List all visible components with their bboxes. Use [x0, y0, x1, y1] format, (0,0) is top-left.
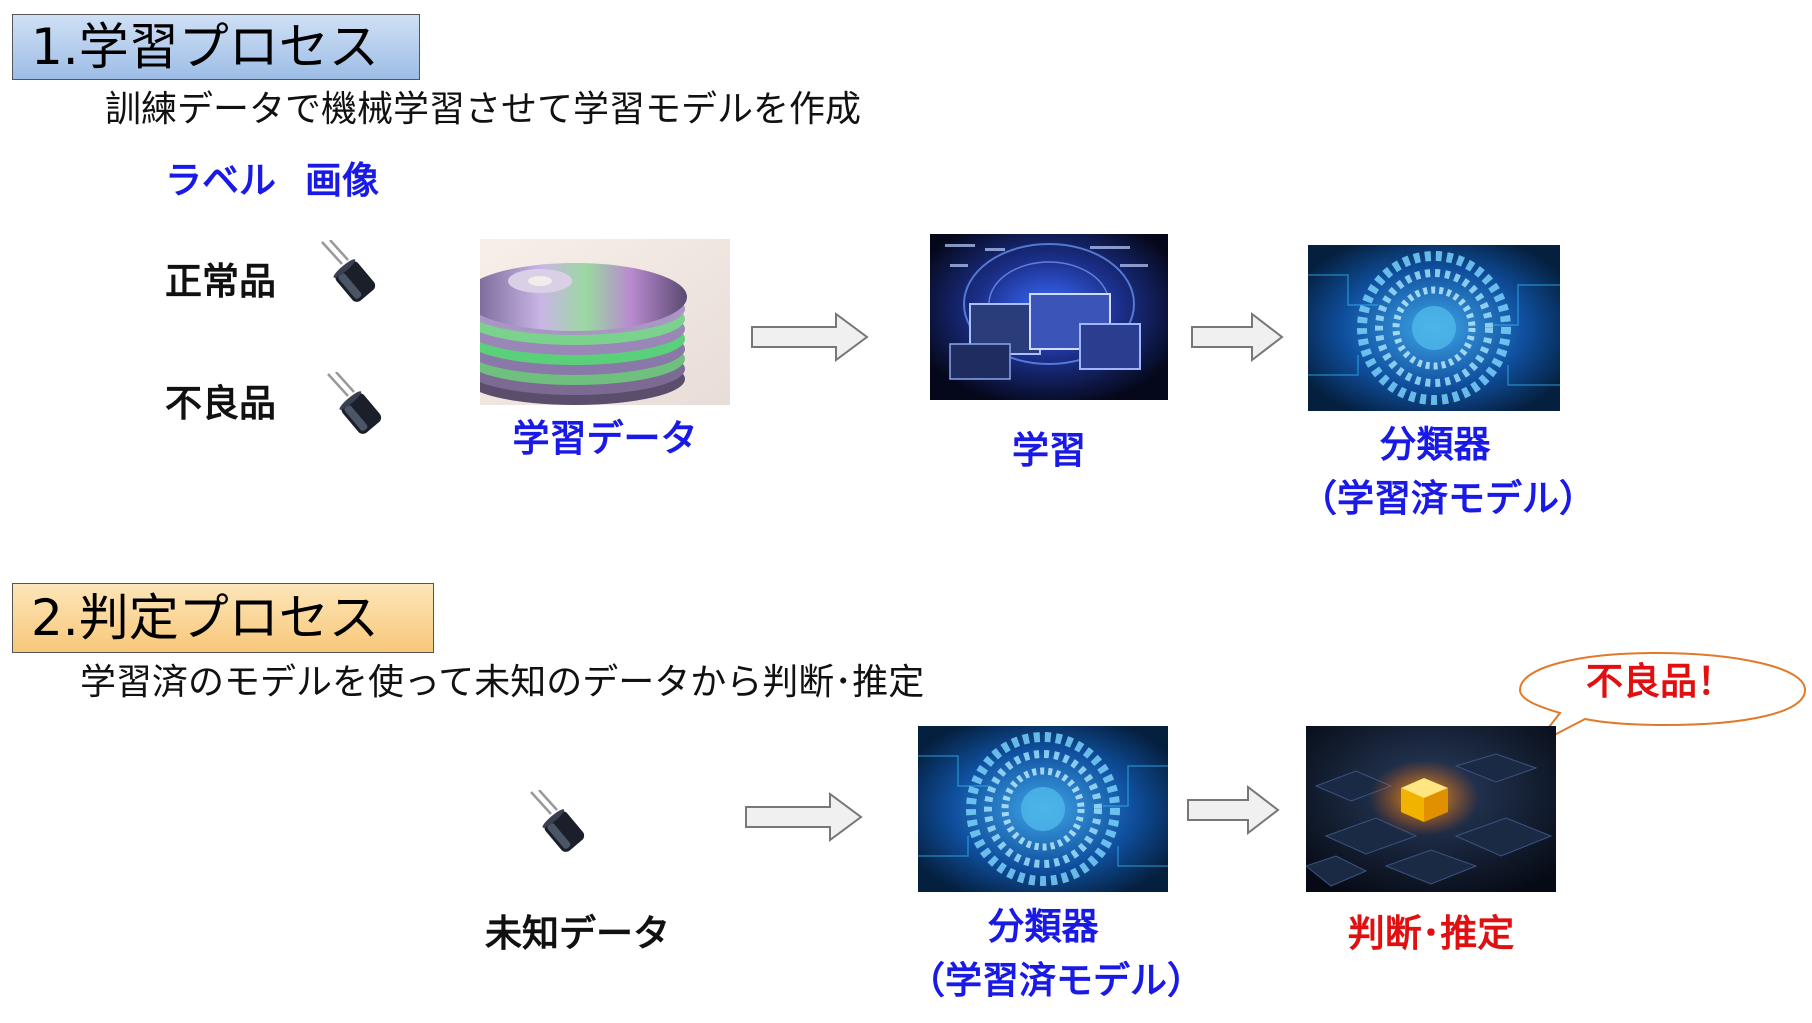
section2-title-box: 2.判定プロセス — [12, 583, 434, 653]
capacitor-icon — [321, 240, 376, 302]
capacitor-icon — [530, 790, 585, 852]
section1-title: 1.学習プロセス — [31, 18, 379, 76]
classifier-caption-line2: （学習済モデル） — [908, 959, 1204, 1002]
arrow-right-icon — [1187, 785, 1280, 835]
unknown-data-caption: 未知データ — [485, 912, 670, 955]
section2-description: 学習済のモデルを使って未知のデータから判断･推定 — [80, 662, 925, 703]
arrow-right-icon — [745, 792, 863, 842]
training-data-caption: 学習データ — [512, 417, 698, 460]
image-header: 画像 — [305, 159, 379, 202]
classifier-caption-line1: 分類器 — [987, 905, 1099, 948]
label-header: ラベル — [165, 159, 276, 202]
learning-image — [930, 234, 1168, 400]
classifier-caption-line2: （学習済モデル） — [1300, 477, 1596, 520]
arrow-right-icon — [1191, 312, 1284, 362]
section1-description: 訓練データで機械学習させて学習モデルを作成 — [105, 89, 862, 130]
training-data-image — [480, 239, 730, 405]
learning-caption: 学習 — [1012, 429, 1086, 472]
speech-bubble-text: 不良品！ — [1586, 660, 1734, 703]
judgment-caption: 判断･推定 — [1347, 912, 1515, 955]
section2-title: 2.判定プロセス — [31, 589, 379, 647]
capacitor-icon — [327, 372, 382, 434]
classifier-caption-line1: 分類器 — [1379, 423, 1491, 466]
judgment-image — [1306, 726, 1556, 892]
speech-bubble-icon — [1518, 651, 1807, 746]
section1-title-box: 1.学習プロセス — [12, 14, 420, 80]
defective-label: 不良品 — [165, 382, 276, 425]
classifier-image — [1308, 245, 1560, 411]
classifier-image — [918, 726, 1168, 892]
normal-label: 正常品 — [165, 260, 276, 303]
arrow-right-icon — [751, 312, 869, 362]
